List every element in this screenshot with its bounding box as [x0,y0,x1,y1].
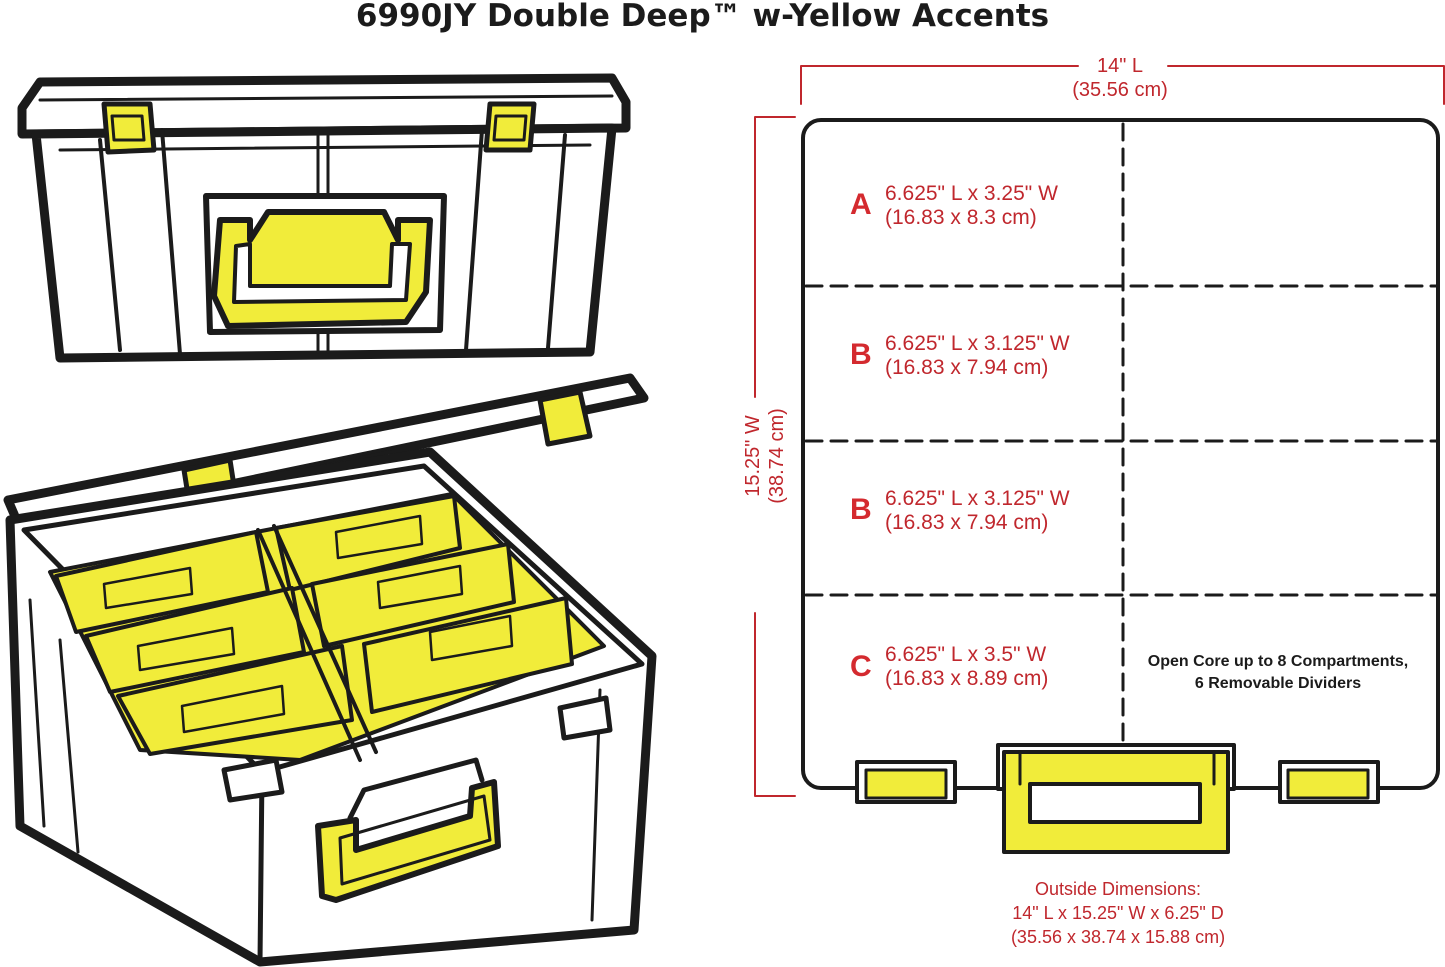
length-dimension: 14" L (35.56 cm) [1040,54,1200,102]
page-title: 6990JY Double Deep™ w-Yellow Accents [355,0,1050,34]
length-imperial: 14" L [1096,55,1144,77]
compartment-b1-letter: B [850,338,872,371]
compartment-c-size: 6.625" L x 3.5" W [885,643,1047,666]
width-metric: (38.74 cm) [766,408,788,504]
compartment-a-size: 6.625" L x 3.25" W [885,182,1058,205]
open-box-illustration [3,373,657,967]
outside-heading: Outside Dimensions: [1034,879,1202,899]
compartment-b2-metric: (16.83 x 7.94 cm) [885,511,1049,534]
closed-box-illustration [17,73,631,363]
top-view-diagram [754,65,1445,854]
compartment-b1-dimensions: 6.625" L x 3.125" W (16.83 x 7.94 cm) [885,332,1070,380]
compartment-b2-size: 6.625" L x 3.125" W [885,487,1070,510]
outside-dimensions: Outside Dimensions: 14" L x 15.25" W x 6… [968,877,1268,949]
compartment-b2-dimensions: 6.625" L x 3.125" W (16.83 x 7.94 cm) [885,487,1070,535]
width-imperial: 15.25" W [742,415,764,497]
open-core-line-2: 6 Removable Dividers [1194,675,1362,692]
outside-metric: (35.56 x 38.74 x 15.88 cm) [1010,927,1226,947]
open-core-line-1: Open Core up to 8 Compartments, [1147,653,1409,670]
outside-imperial: 14" L x 15.25" W x 6.25" D [1012,903,1224,923]
compartment-b1-size: 6.625" L x 3.125" W [885,332,1070,355]
compartment-b1-metric: (16.83 x 7.94 cm) [885,356,1049,379]
compartment-a-metric: (16.83 x 8.3 cm) [885,206,1037,229]
compartment-c-dimensions: 6.625" L x 3.5" W (16.83 x 8.89 cm) [885,643,1048,691]
compartment-c-letter: C [850,650,872,683]
compartment-b2-letter: B [850,493,872,526]
compartment-a-letter: A [850,188,872,221]
compartment-a-dimensions: 6.625" L x 3.25" W (16.83 x 8.3 cm) [885,182,1058,230]
compartment-c-metric: (16.83 x 8.89 cm) [885,667,1049,690]
width-dimension: 15.25" W (38.74 cm) [741,356,789,556]
open-core-note: Open Core up to 8 Compartments, 6 Remova… [1128,651,1428,695]
length-metric: (35.56 cm) [1072,79,1168,101]
